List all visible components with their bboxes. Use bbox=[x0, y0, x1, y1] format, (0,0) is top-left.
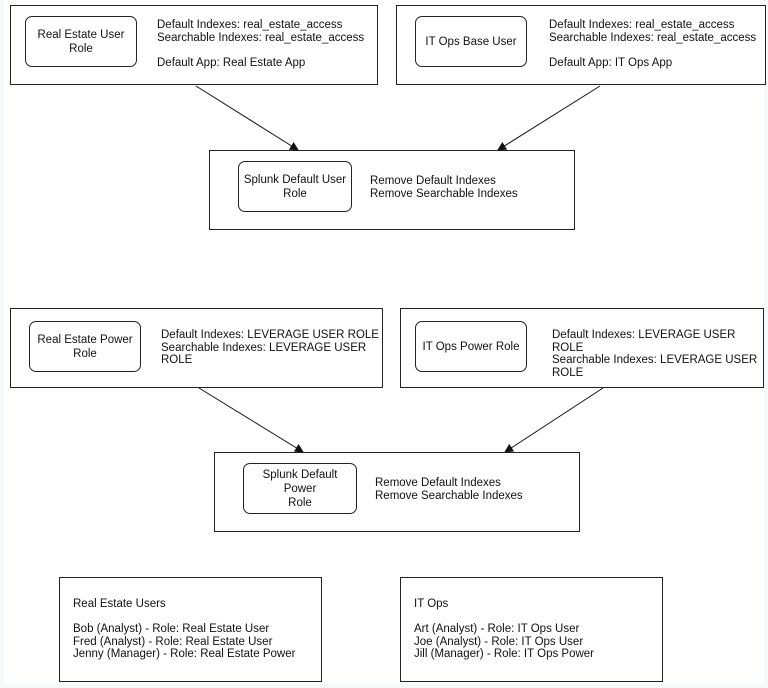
it-ops-users-members: Art (Analyst) - Role: IT Ops User Joe (A… bbox=[414, 623, 595, 660]
it-ops-power-role-node: IT Ops Power Role bbox=[415, 321, 527, 372]
real-estate-power-box: Real Estate Power Role Default Indexes: … bbox=[10, 308, 383, 388]
arrow-it-ops-power-to-splunk-default-power bbox=[504, 387, 604, 453]
it-ops-power-role-details: Default Indexes: LEVERAGE USER ROLE Sear… bbox=[552, 329, 758, 379]
it-ops-base-user-role-details: Default Indexes: real_estate_access Sear… bbox=[549, 19, 757, 69]
it-ops-power-role-label: IT Ops Power Role bbox=[422, 340, 520, 353]
real-estate-power-role-details: Default Indexes: LEVERAGE USER ROLE Sear… bbox=[161, 329, 379, 366]
real-estate-users-members: Bob (Analyst) - Role: Real Estate User F… bbox=[73, 623, 296, 660]
it-ops-base-user-box: IT Ops Base User Default Indexes: real_e… bbox=[396, 5, 766, 85]
arrow-real-estate-user-to-splunk-default-user bbox=[195, 85, 299, 151]
real-estate-power-role-node: Real Estate Power Role bbox=[29, 321, 141, 372]
splunk-default-power-role-details: Remove Default Indexes Remove Searchable… bbox=[375, 477, 523, 502]
it-ops-users-title: IT Ops bbox=[414, 598, 449, 610]
splunk-default-power-box: Splunk Default Power Role Remove Default… bbox=[214, 452, 580, 532]
real-estate-user-role-node: Real Estate User Role bbox=[25, 16, 137, 67]
arrow-it-ops-base-user-to-splunk-default-user bbox=[497, 85, 601, 151]
real-estate-user-role-details: Default Indexes: real_estate_access Sear… bbox=[157, 19, 365, 69]
splunk-default-user-role-details: Remove Default Indexes Remove Searchable… bbox=[370, 175, 518, 200]
real-estate-users-box: Real Estate Users Bob (Analyst) - Role: … bbox=[59, 577, 322, 682]
it-ops-base-user-role-label: IT Ops Base User bbox=[425, 35, 517, 48]
splunk-default-user-role-node: Splunk Default User Role bbox=[238, 161, 352, 212]
it-ops-power-box: IT Ops Power Role Default Indexes: LEVER… bbox=[400, 308, 764, 388]
splunk-default-user-box: Splunk Default User Role Remove Default … bbox=[209, 150, 575, 230]
splunk-default-power-role-node: Splunk Default Power Role bbox=[243, 463, 357, 514]
real-estate-user-box: Real Estate User Role Default Indexes: r… bbox=[10, 5, 378, 85]
real-estate-power-role-label: Real Estate Power Role bbox=[37, 333, 133, 360]
real-estate-users-title: Real Estate Users bbox=[73, 598, 166, 610]
it-ops-users-box: IT Ops Art (Analyst) - Role: IT Ops User… bbox=[400, 577, 663, 682]
it-ops-base-user-role-node: IT Ops Base User bbox=[415, 16, 527, 67]
splunk-default-power-role-label: Splunk Default Power Role bbox=[262, 468, 338, 509]
real-estate-user-role-label: Real Estate User Role bbox=[37, 28, 125, 55]
arrow-real-estate-power-to-splunk-default-power bbox=[198, 387, 304, 453]
splunk-default-user-role-label: Splunk Default User Role bbox=[243, 173, 347, 200]
